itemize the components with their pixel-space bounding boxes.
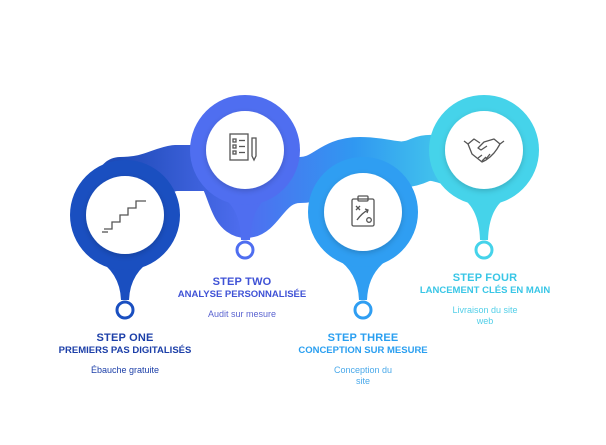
handshake-icon (463, 138, 505, 163)
step-three-inner (324, 173, 402, 251)
step-two-pin (235, 240, 255, 260)
step-two-description: Audit sur mesure (207, 309, 277, 319)
step-four-pin (474, 240, 494, 260)
step-four-stem (457, 195, 511, 240)
step-three-description: Conception du site (333, 365, 393, 386)
step-two-title: STEP TWO (212, 276, 272, 288)
step-one-node (70, 160, 180, 320)
step-two-node (190, 95, 300, 260)
checklist-icon (229, 133, 257, 162)
step-one-description: Ébauche gratuite (90, 365, 160, 375)
step-three-node (308, 157, 418, 320)
step-four-text: STEP FOUR LANCEMENT CLÉS EN MAIN Livrais… (395, 272, 575, 327)
step-four-title: STEP FOUR (452, 272, 518, 284)
step-one-title: STEP ONE (96, 332, 154, 344)
step-four-description: Livraison du site web (452, 305, 518, 326)
step-one-subtitle: PREMIERS PAS DIGITALISÉS (58, 345, 192, 356)
step-four-node (429, 95, 539, 260)
step-two-subtitle: ANALYSE PERSONNALISÉE (177, 289, 307, 300)
step-one-text: STEP ONE PREMIERS PAS DIGITALISÉS Ébauch… (30, 332, 220, 376)
step-four-inner (445, 111, 523, 189)
step-three-title: STEP THREE (327, 332, 399, 344)
step-two-inner (206, 111, 284, 189)
step-one-stem (95, 258, 155, 300)
step-two-stem (218, 195, 272, 240)
step-three-text: STEP THREE CONCEPTION SUR MESURE Concept… (273, 332, 453, 387)
step-three-pin (353, 300, 373, 320)
step-one-pin (115, 300, 135, 320)
stairs-icon (102, 200, 146, 233)
strategy-board-icon (351, 195, 375, 227)
step-three-subtitle: CONCEPTION SUR MESURE (298, 345, 428, 356)
step-four-subtitle: LANCEMENT CLÉS EN MAIN (419, 285, 551, 296)
step-three-stem (336, 258, 390, 300)
step-two-text: STEP TWO ANALYSE PERSONNALISÉE Audit sur… (152, 276, 332, 320)
